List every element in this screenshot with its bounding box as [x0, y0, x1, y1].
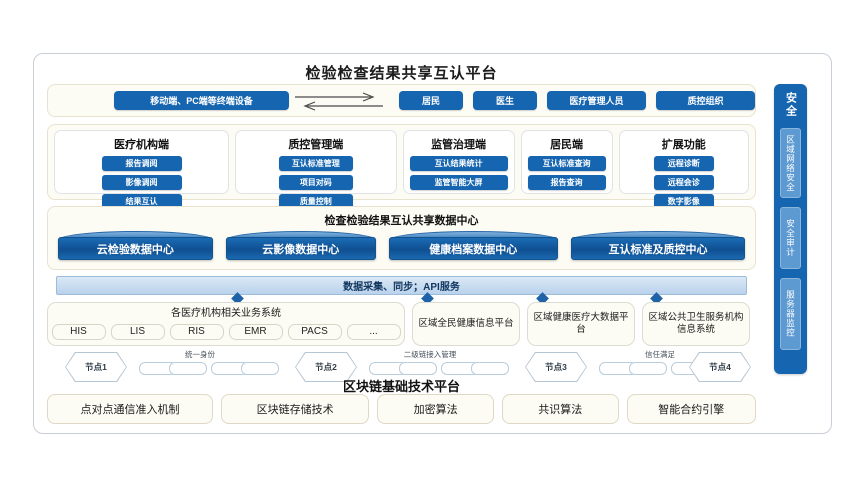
security-item-network[interactable]: 区域网络安全: [780, 128, 801, 198]
source-platform-bigdata[interactable]: 区域健康医疗大数据平台: [527, 302, 635, 346]
module-title: 质控管理端: [288, 139, 344, 151]
platform-outer-frame: 检验检查结果共享互认平台 移动端、PC端等终端设备 居民 医生 医疗管理人员 质…: [33, 53, 832, 434]
source-business-label: 各医疗机构相关业务系统: [171, 308, 281, 319]
chain-link-icon: [471, 362, 509, 375]
module-quality-control: 质控管理端 互认标准管理 项目对码 质量控制 质控分析: [235, 130, 397, 228]
cylinder-label: 互认标准及质控中心: [570, 237, 745, 260]
role-pill-qc-org[interactable]: 质控组织: [656, 91, 755, 110]
blockchain-node-2[interactable]: 节点2: [295, 352, 357, 382]
chain-link-label-trust: 信任满足: [645, 350, 675, 359]
module-title: 医疗机构端: [114, 139, 170, 151]
cylinder-label: 云影像数据中心: [225, 237, 376, 260]
chain-link-icon: [169, 362, 207, 375]
module-extensions: 扩展功能 远程诊断 远程会诊 数字影像 远程教学: [618, 130, 749, 228]
source-platform-public-health[interactable]: 区域公共卫生服务机构信息系统: [642, 302, 750, 346]
module-medical-institution: 医疗机构端 报告调阅 影像调阅 结果互认 电子病历引用: [54, 130, 230, 228]
chain-link-label-identity: 统一身份: [185, 350, 215, 359]
module-item[interactable]: 监管智能大屏: [409, 175, 508, 190]
module-item[interactable]: 数字影像: [653, 194, 714, 209]
source-platform-health-info[interactable]: 区域全民健康信息平台: [412, 302, 520, 346]
database-cylinder-health-record[interactable]: 健康档案数据中心: [388, 231, 558, 261]
module-supervision: 监管治理端 互认结果统计 监管智能大屏: [402, 130, 515, 194]
source-systems-row: 各医疗机构相关业务系统 HIS LIS RIS EMR PACS ... 区域全…: [47, 302, 756, 346]
blockchain-node-4[interactable]: 节点4: [689, 352, 751, 382]
data-center-band: 检查检验结果互认共享数据中心 云检验数据中心 云影像数据中心 健康档案数据中心 …: [47, 206, 756, 270]
api-service-bar: 数据采集、同步；API服务: [56, 276, 747, 295]
system-tag-more[interactable]: ...: [346, 323, 401, 340]
database-cylinder-imaging[interactable]: 云影像数据中心: [225, 231, 376, 261]
module-item[interactable]: 互认标准查询: [527, 156, 606, 171]
module-item[interactable]: 影像调阅: [101, 175, 182, 190]
security-sidebar-title: 安全: [784, 92, 797, 118]
module-item[interactable]: 互认标准管理: [278, 156, 353, 171]
modules-band: 医疗机构端 报告调阅 影像调阅 结果互认 电子病历引用 质控管理端 互认标准管理…: [47, 124, 756, 228]
module-item[interactable]: 质量控制: [278, 194, 353, 209]
role-pill-admin[interactable]: 医疗管理人员: [547, 91, 646, 110]
role-pill-doctor[interactable]: 医生: [473, 91, 537, 110]
system-tag-emr[interactable]: EMR: [228, 323, 283, 340]
blockchain-node-1[interactable]: 节点1: [65, 352, 127, 382]
system-tag-pacs[interactable]: PACS: [287, 323, 342, 340]
module-item[interactable]: 项目对码: [278, 175, 353, 190]
capability-storage[interactable]: 区块链存储技术: [221, 394, 370, 424]
cylinder-label: 云检验数据中心: [58, 237, 213, 260]
blockchain-capabilities-row: 点对点通信准入机制 区块链存储技术 加密算法 共识算法 智能合约引擎: [47, 394, 756, 424]
security-item-monitor[interactable]: 服务器监控: [780, 278, 801, 350]
module-item[interactable]: 报告查询: [527, 175, 606, 190]
bidirectional-arrow-icon: [293, 91, 385, 111]
blockchain-platform-title: 区块链基础技术平台: [342, 379, 460, 394]
data-center-heading: 检查检验结果互认共享数据中心: [324, 215, 479, 227]
chain-link-label-access: 二级链接入管理: [403, 350, 457, 359]
module-item[interactable]: 结果互认: [101, 194, 182, 209]
module-resident: 居民端 互认标准查询 报告查询: [520, 130, 613, 194]
page-title: 检验检查结果共享互认平台: [305, 65, 498, 82]
cylinder-label: 健康档案数据中心: [388, 237, 558, 260]
security-sidebar: 安全 区域网络安全 安全审计 服务器监控: [774, 84, 807, 374]
module-item[interactable]: 互认结果统计: [409, 156, 508, 171]
system-tag-his[interactable]: HIS: [51, 323, 106, 340]
module-title: 扩展功能: [661, 139, 706, 151]
module-item[interactable]: 报告调阅: [101, 156, 182, 171]
capability-smart-contract[interactable]: 智能合约引擎: [626, 394, 756, 424]
source-business-systems: 各医疗机构相关业务系统 HIS LIS RIS EMR PACS ...: [47, 302, 405, 346]
module-item[interactable]: 远程会诊: [653, 175, 714, 190]
role-pill-resident[interactable]: 居民: [399, 91, 463, 110]
blockchain-node-chain: 节点1 统一身份 节点2 二级链接入管理 节点3 信任满足: [47, 350, 756, 388]
capability-p2p-access[interactable]: 点对点通信准入机制: [47, 394, 214, 424]
terminal-devices-pill[interactable]: 移动端、PC端等终端设备: [114, 91, 289, 110]
module-title: 居民端: [550, 139, 584, 151]
system-tag-lis[interactable]: LIS: [110, 323, 165, 340]
chain-link-icon: [241, 362, 279, 375]
blockchain-node-3[interactable]: 节点3: [525, 352, 587, 382]
security-item-audit[interactable]: 安全审计: [780, 207, 801, 269]
module-item[interactable]: 远程诊断: [653, 156, 714, 171]
capability-consensus[interactable]: 共识算法: [501, 394, 619, 424]
chain-link-icon: [629, 362, 667, 375]
database-cylinder-lab[interactable]: 云检验数据中心: [58, 231, 213, 261]
top-users-band: 移动端、PC端等终端设备 居民 医生 医疗管理人员 质控组织: [47, 84, 756, 117]
chain-link-icon: [399, 362, 437, 375]
module-title: 监管治理端: [431, 139, 487, 151]
capability-encryption[interactable]: 加密算法: [377, 394, 494, 424]
database-cylinder-standards[interactable]: 互认标准及质控中心: [570, 231, 745, 261]
system-tag-ris[interactable]: RIS: [169, 323, 224, 340]
